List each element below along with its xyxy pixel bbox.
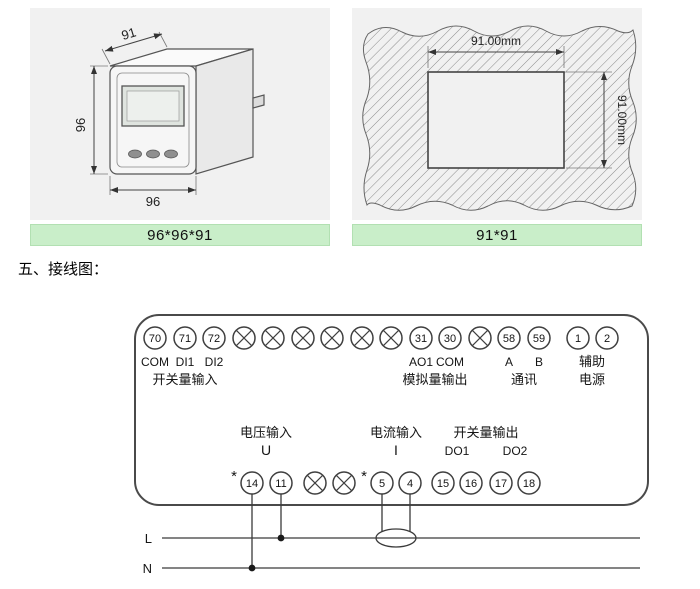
- terminal-11-label: 11: [275, 478, 286, 490]
- voltage-symbol: U: [261, 442, 271, 458]
- current-symbol: I: [394, 442, 398, 458]
- unused-terminal-icon: [468, 326, 492, 350]
- cutout-drawing: 91.00mm 91.00mm: [362, 25, 637, 211]
- meter-button-icon: [146, 149, 160, 159]
- terminal-1-label: 1: [575, 333, 581, 345]
- analog-output-group-label: 模拟量输出: [402, 372, 467, 387]
- do1-label: DO1: [445, 444, 470, 458]
- terminal-72-label: 72: [208, 333, 220, 345]
- unused-terminal-icon: [379, 326, 403, 350]
- unused-terminal-icon: [261, 326, 285, 350]
- unused-terminal-icon: [291, 326, 315, 350]
- terminal-18-label: 18: [523, 478, 535, 490]
- terminal-2: 2: [595, 326, 619, 350]
- current-polarity-star: *: [361, 468, 367, 485]
- terminal-30-label: 30: [444, 333, 456, 345]
- cutout-dim-width-label: 91.00mm: [471, 34, 521, 48]
- unused-terminal-icon: [350, 326, 374, 350]
- meter-button-icon: [164, 149, 178, 159]
- terminal-58: 58: [497, 326, 521, 350]
- aux-power-label-line1: 辅助: [579, 354, 605, 369]
- meter-dimension-panel: 91 96 96: [30, 8, 330, 220]
- unused-terminal-icon: [332, 471, 356, 495]
- comm-group-label: 通讯: [511, 372, 537, 387]
- unused-terminal-icon: [303, 471, 327, 495]
- terminal-4-label: 4: [407, 478, 413, 490]
- do2-label: DO2: [503, 444, 528, 458]
- terminal-5: 5: [370, 471, 394, 495]
- meter-drawing: 91 96 96: [73, 24, 265, 209]
- sub-label-a: A: [505, 355, 513, 369]
- terminal-58-label: 58: [503, 333, 515, 345]
- terminal-15-label: 15: [437, 478, 449, 490]
- terminal-14-label: 14: [246, 478, 258, 490]
- junction-dot-neutral: [248, 564, 256, 572]
- meter-dim-depth-label: 91: [120, 24, 138, 43]
- meter-terminal-tab: [252, 94, 265, 109]
- neutral-line-label: N: [143, 561, 152, 576]
- terminal-4: 4: [398, 471, 422, 495]
- meter-dim-height-label: 96: [73, 118, 88, 132]
- terminal-15: 15: [431, 471, 455, 495]
- unused-terminal-icon: [320, 326, 344, 350]
- terminal-31: 31: [409, 326, 433, 350]
- terminal-1: 1: [566, 326, 590, 350]
- sub-label-di2: DI2: [205, 355, 224, 369]
- terminal-14: 14: [240, 471, 264, 495]
- terminal-30: 30: [438, 326, 462, 350]
- junction-dot-live: [277, 534, 285, 542]
- sub-label-di1: DI1: [176, 355, 195, 369]
- terminal-11: 11: [269, 471, 293, 495]
- terminal-16-label: 16: [465, 478, 477, 490]
- terminal-31-label: 31: [415, 333, 427, 345]
- terminal-18: 18: [517, 471, 541, 495]
- sub-label-com1: COM: [141, 355, 169, 369]
- terminal-16: 16: [459, 471, 483, 495]
- cutout-dim-height-label: 91.00mm: [615, 95, 629, 145]
- terminal-5-label: 5: [379, 478, 385, 490]
- terminal-70-label: 70: [149, 333, 161, 345]
- dim-extension: [101, 48, 111, 65]
- meter-side-face: [195, 48, 254, 175]
- voltage-polarity-star: *: [231, 468, 237, 485]
- terminal-70: 70: [143, 326, 167, 350]
- meter-dim-width-label: 96: [146, 194, 160, 209]
- meter-front-bezel: [116, 72, 190, 168]
- terminal-2-label: 2: [604, 333, 610, 345]
- meter-body-outline: [134, 314, 649, 506]
- terminal-17-label: 17: [495, 478, 507, 490]
- wiring-diagram: 70 71 72: [134, 314, 649, 576]
- terminal-71: 71: [173, 326, 197, 350]
- meter-button-icon: [128, 149, 142, 159]
- aux-power-label-line2: 电源: [579, 372, 605, 387]
- terminal-59-label: 59: [533, 333, 545, 345]
- sub-label-b: B: [535, 355, 543, 369]
- live-line-label: L: [145, 531, 152, 546]
- voltage-input-group-label: 电压输入: [240, 425, 292, 440]
- switch-input-group-label: 开关量输入: [152, 372, 217, 387]
- meter-display-screen: [126, 90, 180, 122]
- dim-line-depth: [104, 33, 163, 52]
- terminal-72: 72: [202, 326, 226, 350]
- panel-cutout-hole: [427, 71, 565, 169]
- meter-size-caption: 96*96*91: [30, 224, 330, 246]
- cutout-dimension-panel: 91.00mm 91.00mm: [352, 8, 642, 220]
- sub-label-ao1: AO1: [409, 355, 433, 369]
- terminal-71-label: 71: [179, 333, 191, 345]
- unused-terminal-icon: [232, 326, 256, 350]
- terminal-17: 17: [489, 471, 513, 495]
- current-input-group-label: 电流输入: [370, 425, 422, 440]
- cutout-size-caption: 91*91: [352, 224, 642, 246]
- sub-label-com2: COM: [436, 355, 464, 369]
- switch-output-group-label: 开关量输出: [453, 425, 518, 440]
- terminal-59: 59: [527, 326, 551, 350]
- wiring-section-title: 五、接线图：: [18, 261, 109, 278]
